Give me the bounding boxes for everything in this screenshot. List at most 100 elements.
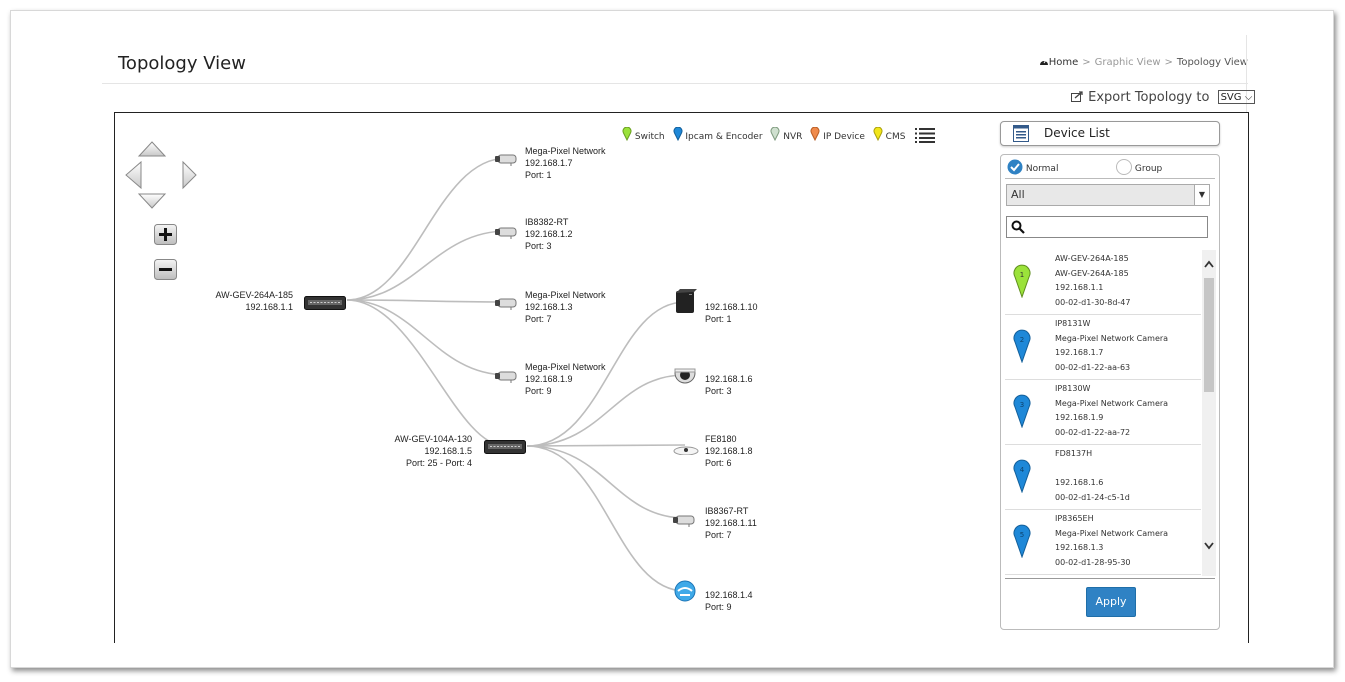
fisheye-camera-icon[interactable] [673, 440, 699, 459]
switch-icon[interactable] [484, 439, 526, 458]
pin-icon [622, 126, 632, 142]
root-switch-label: AW-GEV-264A-185 192.168.1.1 [199, 289, 293, 313]
pan-down-icon[interactable] [137, 193, 167, 209]
link-root-cam-4 [346, 299, 508, 376]
mode-normal-radio[interactable]: Normal [1007, 159, 1058, 175]
topology-links [346, 157, 686, 592]
legend: Switch Ipcam & Encoder NVR IP Device CMS [622, 126, 940, 143]
breadcrumb-topology-view: Topology View [1176, 57, 1248, 68]
device-list-scrollbar[interactable] [1202, 250, 1216, 576]
link-root-subswitch [346, 299, 506, 447]
legend-switch[interactable]: Switch [622, 126, 665, 142]
svg-text:2: 2 [1020, 336, 1024, 344]
window-frame: Topology View Home>Graphic View>Topology… [10, 10, 1334, 668]
export-label: Export Topology to [1088, 90, 1210, 105]
switch-icon[interactable] [304, 295, 346, 314]
device-list-icon [1013, 125, 1029, 146]
bullet-camera-icon[interactable] [495, 224, 519, 243]
pin-icon [770, 126, 780, 142]
list-toggle-icon[interactable] [915, 127, 936, 143]
checked-radio-icon [1007, 159, 1023, 175]
search-icon [1011, 220, 1025, 234]
device-filter-select[interactable]: All ▼ [1006, 184, 1210, 206]
home-icon[interactable] [1039, 57, 1049, 69]
link-sub-dome [526, 374, 686, 447]
camera-pin-icon: 5 [1013, 524, 1031, 558]
pan-right-icon[interactable] [182, 160, 197, 190]
svg-text:1: 1 [1020, 271, 1024, 279]
breadcrumb-home[interactable]: Home [1048, 57, 1079, 68]
root-switch-ip: 192.168.1.1 [245, 302, 293, 312]
camera-pin-icon: 2 [1013, 329, 1031, 363]
pan-left-icon[interactable] [125, 160, 142, 190]
breadcrumb-separator: > [1082, 57, 1091, 68]
switch-pin-icon: 1 [1013, 264, 1031, 298]
bullet-camera-icon[interactable] [495, 368, 519, 387]
cms-icon[interactable] [673, 579, 697, 607]
link-sub-cms [526, 445, 686, 592]
pan-controls [125, 141, 197, 209]
unchecked-radio-icon [1116, 159, 1132, 175]
legend-cms[interactable]: CMS [873, 126, 905, 142]
svg-text:3: 3 [1020, 401, 1024, 409]
zoom-in-button[interactable] [154, 224, 177, 249]
svg-text:4: 4 [1020, 466, 1025, 474]
divider [1005, 178, 1215, 179]
chevron-up-icon[interactable] [1202, 258, 1216, 270]
camera-pin-icon: 4 [1013, 459, 1031, 493]
bullet-camera-icon[interactable] [495, 151, 519, 170]
root-switch-name: AW-GEV-264A-185 [215, 290, 293, 300]
device-list-header[interactable]: Device List [1000, 121, 1220, 146]
page-title: Topology View [118, 53, 246, 74]
pin-icon [873, 126, 883, 142]
bullet-camera-icon[interactable] [495, 295, 519, 314]
chevron-down-icon: ▼ [1194, 185, 1209, 205]
legend-nvr[interactable]: NVR [770, 126, 802, 142]
scrollbar-thumb[interactable] [1204, 278, 1214, 392]
link-root-cam-1 [346, 157, 508, 301]
pan-up-icon[interactable] [137, 141, 167, 157]
export-icon[interactable] [1071, 91, 1084, 106]
mode-group-radio[interactable]: Group [1116, 159, 1162, 175]
legend-ipcam[interactable]: Ipcam & Encoder [673, 126, 763, 142]
svg-text:5: 5 [1020, 531, 1024, 539]
breadcrumb: Home>Graphic View>Topology View [1039, 57, 1248, 69]
topology-canvas[interactable]: AW-GEV-264A-185 192.168.1.1 Mega-Pixel N… [114, 112, 1249, 643]
dome-camera-icon[interactable] [673, 363, 697, 391]
pin-icon [810, 126, 820, 142]
link-sub-nvr [526, 301, 686, 447]
divider [1005, 578, 1215, 579]
export-topology: Export Topology to SVG ⌵ [1071, 90, 1256, 106]
device-list-title: Device List [1044, 126, 1110, 140]
export-format-select[interactable]: SVG ⌵ [1217, 90, 1256, 104]
sub-switch-label: AW-GEV-104A-130 192.168.1.5 Port: 25 - P… [394, 434, 472, 468]
page-header: Topology View Home>Graphic View>Topology… [102, 35, 1248, 84]
device-search-input[interactable] [1006, 216, 1208, 238]
zoom-out-button[interactable] [154, 259, 177, 284]
chevron-down-icon[interactable] [1202, 540, 1216, 552]
pin-icon [673, 126, 682, 142]
link-sub-fisheye [526, 444, 686, 447]
link-root-cam-3 [346, 299, 508, 303]
legend-ip-device[interactable]: IP Device [810, 126, 865, 142]
link-sub-bullet [526, 445, 686, 519]
mode-group-label: Group [1134, 164, 1163, 174]
breadcrumb-graphic-view[interactable]: Graphic View [1094, 57, 1161, 68]
bullet-camera-icon[interactable] [673, 512, 697, 531]
nvr-icon[interactable] [675, 289, 697, 319]
apply-button[interactable]: Apply [1086, 587, 1136, 617]
